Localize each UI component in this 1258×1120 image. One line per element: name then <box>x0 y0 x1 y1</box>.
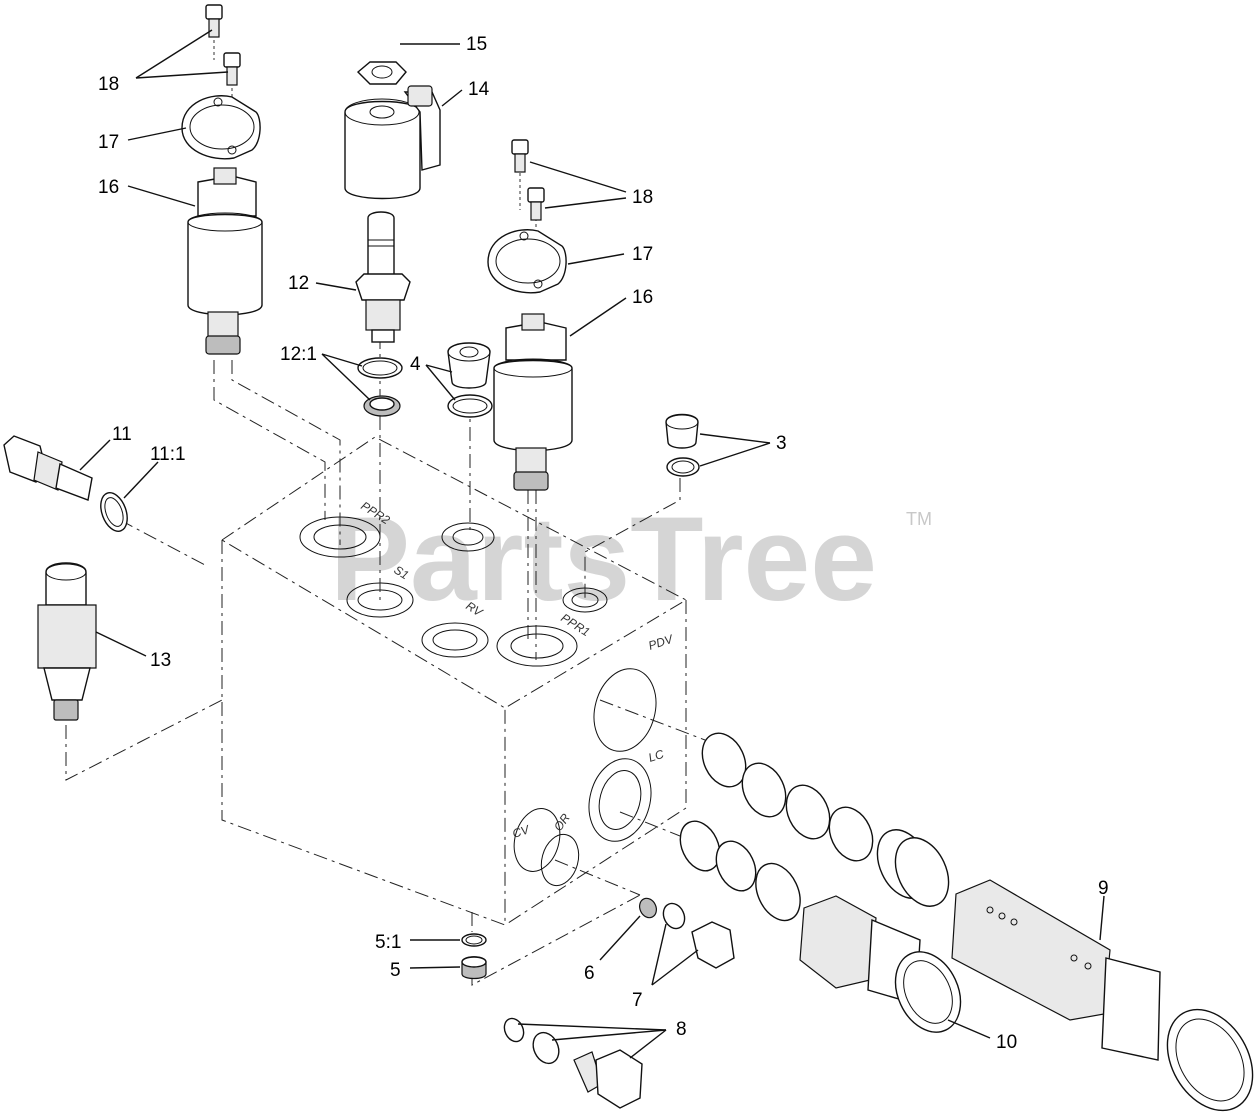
callout-16-left: 16 <box>98 177 119 198</box>
callout-13: 13 <box>150 650 171 671</box>
port-label-pdv: PDV <box>647 632 676 653</box>
watermark-text: PartsTree <box>330 492 877 626</box>
callout-5: 5 <box>390 960 401 981</box>
port-label-or: OR <box>551 811 573 834</box>
callout-18-right: 18 <box>632 187 653 208</box>
callout-3: 3 <box>776 433 787 454</box>
callout-12: 12 <box>288 273 309 294</box>
assembly-centerlines <box>65 22 706 986</box>
callout-4: 4 <box>410 354 421 375</box>
port-label-cv: CV <box>511 822 532 841</box>
o-rings-lc <box>679 820 801 922</box>
cartridge-11 <box>3 435 128 532</box>
callout-7: 7 <box>632 990 643 1011</box>
callout-17-left: 17 <box>98 132 119 153</box>
callout-15: 15 <box>466 34 487 55</box>
center-solenoid-valve <box>344 61 441 417</box>
watermark-trademark: TM <box>906 509 932 529</box>
relief-valve-13 <box>37 562 97 721</box>
callout-8: 8 <box>676 1019 687 1040</box>
callout-5-1: 5:1 <box>375 932 401 953</box>
watermark: PartsTree TM <box>330 492 932 626</box>
callout-14: 14 <box>468 79 490 100</box>
callout-17-right: 17 <box>632 244 653 265</box>
plug-3 <box>665 413 700 477</box>
small-parts <box>461 897 735 1109</box>
leader-lines <box>79 29 1105 1059</box>
cartridge-9 <box>951 879 1254 1112</box>
callout-18-left: 18 <box>98 74 119 95</box>
cartridge-10 <box>799 895 962 1033</box>
left-solenoid-assembly <box>181 4 263 355</box>
port-label-lc: LC <box>647 747 666 765</box>
right-solenoid-assembly <box>487 139 573 491</box>
callout-11-1: 11:1 <box>150 444 186 465</box>
callout-9: 9 <box>1098 878 1109 899</box>
port-label-s1: S1 <box>391 563 411 583</box>
callouts: 18 17 16 15 14 12 12:1 4 18 17 16 3 11 1… <box>98 34 1109 1053</box>
o-rings-pdv <box>701 732 950 907</box>
plug-4 <box>447 342 493 418</box>
callout-11: 11 <box>112 424 132 445</box>
callout-16-right: 16 <box>632 287 653 308</box>
callout-10: 10 <box>996 1032 1017 1053</box>
callout-6: 6 <box>584 963 595 984</box>
callout-12-1: 12:1 <box>280 344 317 365</box>
